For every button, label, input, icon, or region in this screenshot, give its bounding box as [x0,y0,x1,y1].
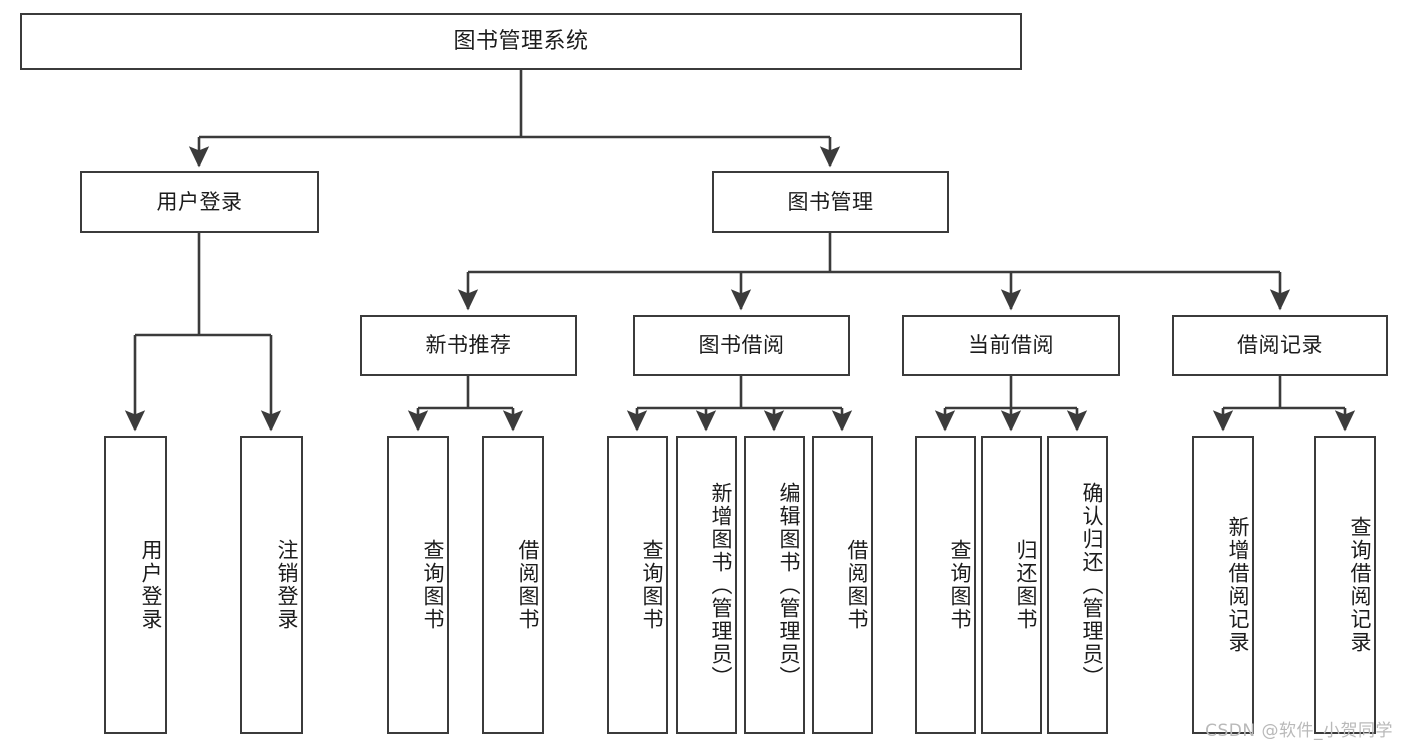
leaf-book-borrow-borrow-book[interactable]: 借阅图书 [812,436,873,734]
leaf-user-login-login[interactable]: 用户登录 [104,436,167,734]
node-label: 注销登录 [275,539,299,631]
node-label: 图书借阅 [698,333,785,358]
node-label: 用户登录 [156,189,243,214]
node-label: 归还图书 [1014,539,1038,631]
node-book-borrow[interactable]: 图书借阅 [633,315,850,376]
leaf-current-borrow-return-book[interactable]: 归还图书 [981,436,1042,734]
node-label: 新书推荐 [425,333,512,358]
node-label: 查询借阅记录 [1348,516,1372,654]
leaf-book-borrow-add-book-admin[interactable]: 新增图书（管理员） [676,436,737,734]
node-user-login[interactable]: 用户登录 [80,171,319,233]
node-label: 借阅记录 [1237,333,1323,358]
node-label: 图书管理系统 [453,28,589,54]
leaf-new-book-borrow-book[interactable]: 借阅图书 [482,436,544,734]
leaf-book-borrow-edit-book-admin[interactable]: 编辑图书（管理员） [744,436,805,734]
node-label: 图书管理 [787,189,874,214]
node-label: 当前借阅 [968,333,1054,358]
leaf-borrow-record-add-record[interactable]: 新增借阅记录 [1192,436,1254,734]
leaf-current-borrow-query-book[interactable]: 查询图书 [915,436,976,734]
node-label: 用户登录 [139,539,163,631]
watermark: CSDN @软件_小贺同学 [1205,721,1393,741]
leaf-book-borrow-query-book[interactable]: 查询图书 [607,436,668,734]
node-label: 确认归还（管理员） [1080,481,1104,689]
node-label: 查询图书 [640,539,664,631]
node-current-borrow[interactable]: 当前借阅 [902,315,1120,376]
node-label: 借阅图书 [516,539,540,631]
node-new-book-recommend[interactable]: 新书推荐 [360,315,577,376]
node-root-book-management-system[interactable]: 图书管理系统 [20,13,1022,70]
node-label: 查询图书 [421,539,445,631]
leaf-user-login-logout[interactable]: 注销登录 [240,436,303,734]
node-label: 借阅图书 [845,539,869,631]
node-label: 编辑图书（管理员） [777,481,801,689]
node-label: 查询图书 [948,539,972,631]
node-label: 新增借阅记录 [1226,516,1250,654]
node-book-management[interactable]: 图书管理 [712,171,949,233]
leaf-borrow-record-query-record[interactable]: 查询借阅记录 [1314,436,1376,734]
leaf-current-borrow-confirm-return-admin[interactable]: 确认归还（管理员） [1047,436,1108,734]
node-label: 新增图书（管理员） [709,481,733,689]
leaf-new-book-query-book[interactable]: 查询图书 [387,436,449,734]
node-borrow-record[interactable]: 借阅记录 [1172,315,1388,376]
